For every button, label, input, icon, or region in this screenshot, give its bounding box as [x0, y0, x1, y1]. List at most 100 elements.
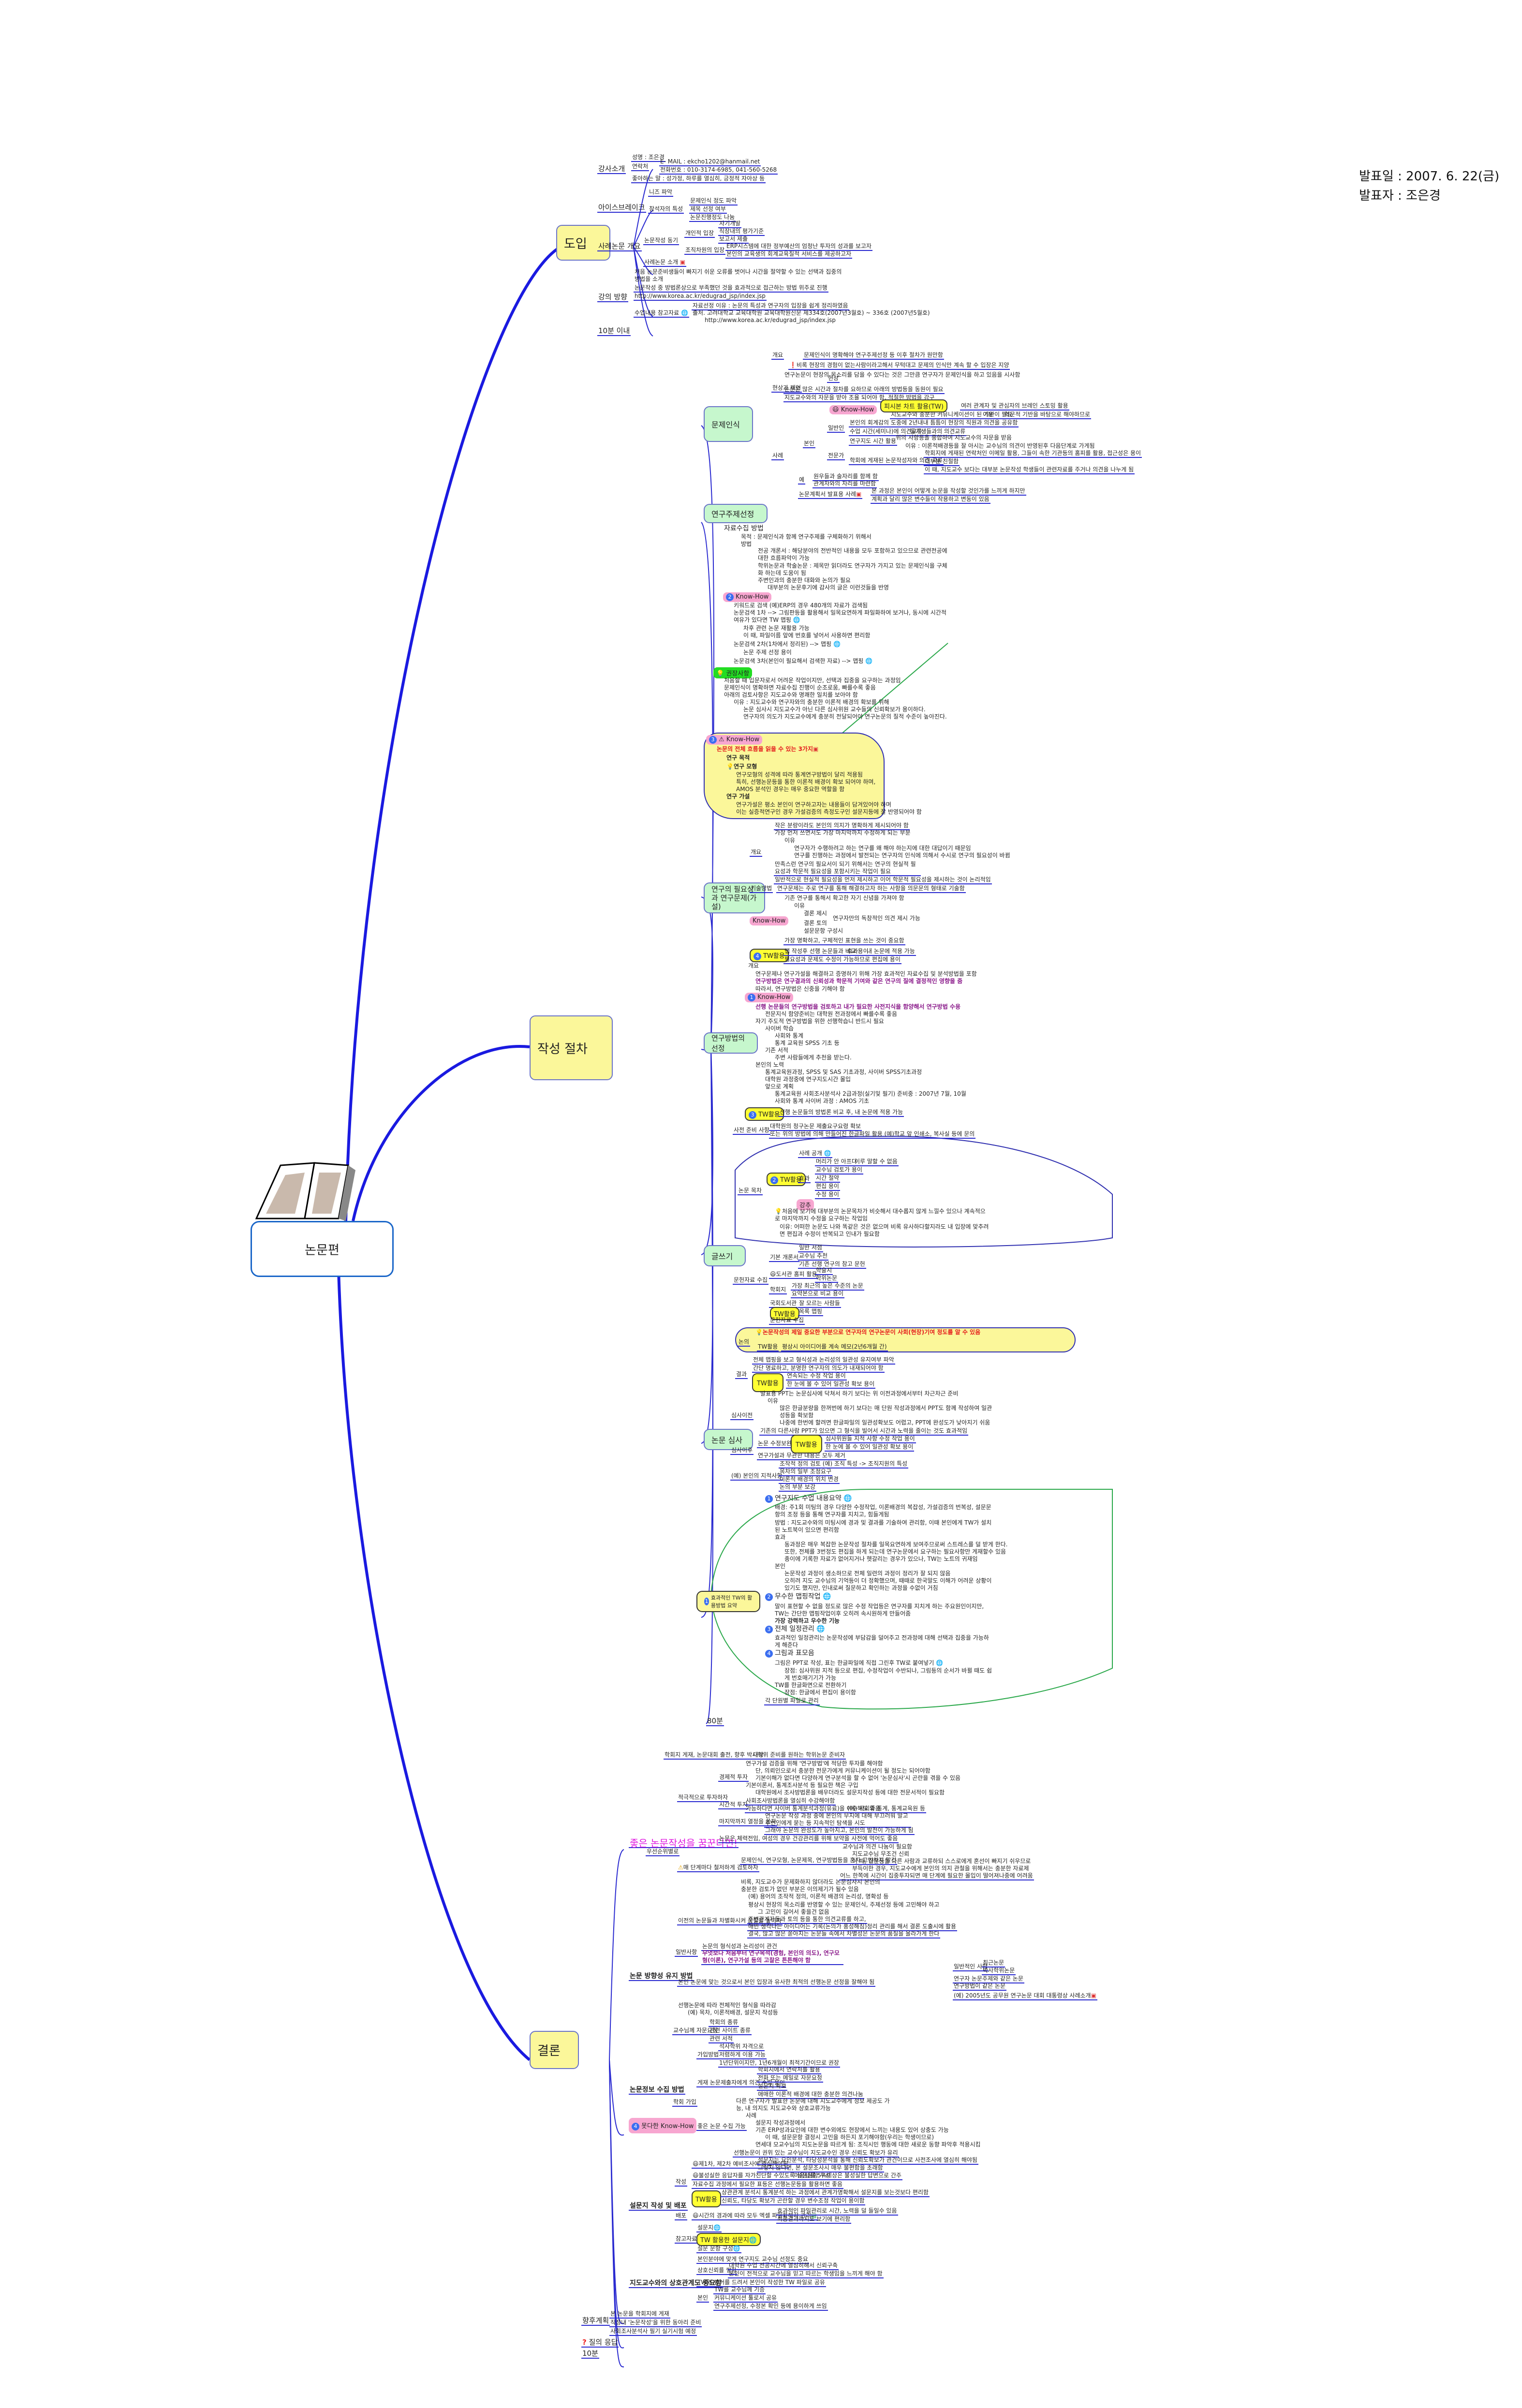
node-ref-1[interactable]: 자료선정 이유 : 논문의 특성과 연구자의 입장을 쉽게 정리하였음: [692, 302, 849, 310]
node-jm[interactable]: 가입방법: [696, 2051, 720, 2059]
node-advisor[interactable]: 지도교수와의 상호관계도 중요함: [629, 2279, 723, 2288]
node-df2[interactable]: 주변관계자들과 토의 등을 통한 의견교류를 하고,: [747, 1916, 867, 1924]
node-nec-desc1[interactable]: 연구문제는 주로 연구를 통해 해결하고자 하는 사항을 의문문의 형태로 기술…: [776, 885, 966, 893]
node-p1[interactable]: 자기개발: [718, 220, 742, 228]
node-df4[interactable]: 결국, 많고 많은 쏟아지는 논문들 속에서 차별성은 논문의 품질을 올라가게…: [747, 1930, 941, 1938]
node-ex1[interactable]: 원우들과 술자리를 함께 함: [813, 473, 879, 481]
node-f3[interactable]: 사회조사분석사 필기 실기시험 예정: [609, 2328, 697, 2336]
node-ad1[interactable]: 본인분야에 맞게 연구지도 교수님 선정도 중요: [696, 2256, 809, 2264]
node-needs[interactable]: 니즈 파악: [648, 189, 673, 197]
node-pr1[interactable]: 학회의 종류: [709, 2019, 739, 2027]
node-sw2[interactable]: 😃불성실한 응답자를 자가진단할 수있도록 설문문항 구성: [692, 2172, 832, 2180]
node-ti2a[interactable]: (예) 사회와 통계, 통계교육원 등: [846, 1805, 926, 1813]
node-info[interactable]: 논문정보 수집 방법: [629, 2086, 685, 2095]
topic-process[interactable]: 작성 절차: [530, 1015, 613, 1080]
node-contact[interactable]: 연락처: [631, 163, 650, 171]
globe-icon[interactable]: 🌐: [749, 2237, 757, 2244]
node-case[interactable]: 사례논문 개요: [597, 242, 642, 251]
node-dir[interactable]: 논문 방향성 유지 방법: [629, 1972, 694, 1981]
node-reason[interactable]: 이유: [982, 411, 995, 419]
node-sw1[interactable]: 😃제1차, 제2차 예비조사에 충실해야됨: [692, 2160, 789, 2169]
node-op[interactable]: 게재 논문제출자에게 의견 수렴 용이: [696, 2079, 786, 2087]
node-timeinv[interactable]: 시간적 투자: [718, 1801, 749, 1809]
node-comm[interactable]: 지도교수와 충분한 커뮤니케이션이 된 기반이 필요: [890, 411, 1013, 419]
node-diff[interactable]: 이전의 논문들과 차별화시켜 품질을 높이자: [677, 1917, 783, 1925]
node-expert[interactable]: 전문가: [827, 452, 845, 460]
node-a1b[interactable]: 한 눈에 볼 수 있어 일관성 확보 용이: [825, 1443, 915, 1452]
node-select[interactable]: 본인 논문에 맞는 것으로서 본인 입장과 유사한 최적의 선행논문 선정을 잘…: [677, 1979, 876, 1987]
node-g1[interactable]: 본인의 회계감의 도중에 2년내내 틈틈이 현장의 직원과 의견을 공유함: [849, 419, 1019, 427]
node-target1[interactable]: 학회지 게재, 논문대회 출전, 향후 박사학위 준비를 원하는 학위논문 준비…: [664, 1751, 846, 1760]
node-sw4[interactable]: 상관관계 분석시 통계분석 하는 과정에서 관계가명확해서 설문지를 보는것보다…: [721, 2189, 930, 2197]
tag-lit-tw[interactable]: TW활용: [770, 1307, 799, 1320]
node-nec-tw1[interactable]: 맵 작성후 선행 논문들과 비교 용이: [783, 948, 870, 956]
node-sel-gen[interactable]: 일반적인 사항: [953, 1963, 989, 1971]
node-sw5[interactable]: 신뢰도, 타당도 확보가 곤란할 경우 변수조정 작업이 용이함: [721, 2197, 866, 2205]
node-sv-dist[interactable]: 배포: [675, 2212, 688, 2220]
node-j2[interactable]: 요약본으로 비교 용이: [791, 1290, 844, 1298]
node-op2[interactable]: 전화 또는 메일로 자문요청: [757, 2074, 823, 2083]
node-sr1[interactable]: 설문지🌐: [696, 2224, 722, 2232]
node-f2[interactable]: 직장내 '논문작성'을 위한 동아리 준비: [609, 2319, 702, 2327]
node-nec-o4[interactable]: 일반적으로 현실적 필요성을 먼저 제시하고 이어 학문적 필요성을 제시하는 …: [774, 876, 992, 884]
node-res3[interactable]: 연속되는 수정 작업 용이: [786, 1372, 847, 1380]
node-ad4a[interactable]: TW를 교수님께 기증: [713, 2286, 766, 2294]
node-motto[interactable]: 좋아하는 말 : 성가정, 하루를 열심히, 긍정적 자아상 등: [631, 175, 766, 183]
node-personal[interactable]: 개인적 입장: [684, 230, 715, 238]
node-e-conf[interactable]: 학회에 게재된 논문작성자와 의견 교류: [849, 457, 944, 465]
node-health[interactable]: 논문은 체력전임, 여성의 경우 건강관리를 위해 보약을 사전에 먹어도 좋음: [718, 1835, 899, 1843]
node-sg1[interactable]: 최근논문: [982, 1959, 1005, 1968]
node-ref-3[interactable]: http://www.korea.ac.kr/edugrad_jsp/index…: [705, 317, 836, 323]
node-overview-text[interactable]: 문제인식이 명확해야 연구주제선정 등 이후 절차가 원만함: [803, 352, 944, 360]
node-jm2[interactable]: 저렴하게 이용 가능: [718, 2051, 767, 2059]
node-mi2[interactable]: 목차의 일부 조정요구: [779, 1468, 832, 1476]
node-email[interactable]: E- MAIL : ekcho1202@hanmail.net: [659, 158, 761, 166]
ppt-file-icon[interactable]: ▣: [1091, 1992, 1096, 1999]
node-sw1b[interactable]: 그렇지 않다면, 본 설문조사시 매우 불편함을 초래함: [757, 2164, 884, 2173]
node-academic[interactable]: 학문적 기반을 바탕으로 해야하므로: [1004, 411, 1092, 419]
node-op4[interactable]: 애매한 이론적 배경에 대한 충분한 의견나눔: [757, 2091, 864, 2099]
node-g2[interactable]: 수업 시간(세미나)에 의견교류: [849, 428, 923, 436]
node-c1[interactable]: 학회지에 게재된 연락처인 이메일 활용, 그들이 속한 기관등의 홈피를 활용…: [924, 450, 1142, 458]
node-a2[interactable]: 연구가설과 무관한 내용은 모두 제거: [757, 1452, 846, 1460]
tag-survey-tw[interactable]: TW활용: [692, 2190, 721, 2207]
node-sr3[interactable]: 설문 문항 구성🌐: [696, 2245, 741, 2253]
node-bs2[interactable]: 교수님 추천: [798, 1252, 829, 1261]
tag-nec-knowhow[interactable]: Know-How: [750, 916, 789, 925]
node-join[interactable]: 학회 가입: [672, 2099, 697, 2107]
globe-icon[interactable]: 🌐: [733, 2245, 740, 2252]
ppt-file-icon[interactable]: ▣: [680, 259, 686, 265]
node-nec-o3[interactable]: 만족스런 연구의 필요서이 되기 위해서는 연구의 현실적 필요성과 학문적 필…: [774, 861, 921, 876]
node-sd1a[interactable]: 효과적인 파일관리로 시간, 노력을 덜 들일수 있음: [776, 2207, 898, 2216]
topic-necessity[interactable]: 연구의 필요성과 연구문제(가설): [704, 882, 765, 913]
node-ad2[interactable]: 상호신뢰를 쌓자: [696, 2267, 738, 2275]
node-sd1b[interactable]: 최종결과까지도 보기에 편리함: [776, 2216, 852, 2224]
node-review[interactable]: ⚠매 단계마다 철저하게 검토하자: [677, 1864, 759, 1872]
node-pl1[interactable]: 본 과정은 본인이 어떻게 논문을 작성할 것인가를 느끼게 하지만: [871, 487, 1026, 496]
node-self[interactable]: 본인: [803, 440, 816, 448]
node-toc[interactable]: 논문 목차: [738, 1187, 763, 1195]
node-c3[interactable]: 이 때, 지도교수 보다는 대부분 논문작성 학생들이 관련자료를 주거나 의견…: [924, 466, 1135, 474]
node-effect[interactable]: 효과: [798, 1175, 811, 1183]
node-res2[interactable]: 간단 명료하고, 분명한 연구자의 의도가 내재되어야 함: [752, 1365, 885, 1373]
node-nec-tw1e[interactable]: 효과: [846, 948, 859, 956]
node-nl1[interactable]: 잘 모르는 사람들: [798, 1300, 841, 1308]
globe-icon[interactable]: 🌐: [843, 1495, 852, 1502]
ppt-file-icon[interactable]: ▣: [856, 491, 862, 498]
node-pr2[interactable]: 관련 사이트 종류: [709, 2027, 752, 2035]
node-disc2[interactable]: 평상시 아이디어를 계속 메모(2년6개월 간): [781, 1343, 888, 1351]
node-instructor[interactable]: 강사소개: [597, 164, 626, 174]
node-rv1b[interactable]: 어느 한쪽에 시간이 집중투자되면 매 단계에 필요한 몰입이 떨어져나중에 어…: [839, 1872, 1034, 1880]
topic-review[interactable]: 논문 심사: [704, 1429, 753, 1450]
node-o1[interactable]: ERP시스템에 대한 정부예산의 엄청난 투자의 성과를 보고자: [725, 243, 872, 251]
node-prep1[interactable]: 대학원의 청구논문 제출요구요령 확보: [769, 1123, 862, 1131]
node-journal[interactable]: 학회지: [769, 1286, 787, 1294]
node-nec-tw1f[interactable]: 내 논문에 적용 가능: [866, 948, 916, 956]
node-passion[interactable]: 마지막까지 열정을 쏟자: [718, 1818, 778, 1826]
node-res4[interactable]: 한 눈에 볼 수 있어 일관성 확보 용이: [786, 1380, 876, 1389]
node-ef4[interactable]: 수정 용이: [815, 1191, 840, 1199]
